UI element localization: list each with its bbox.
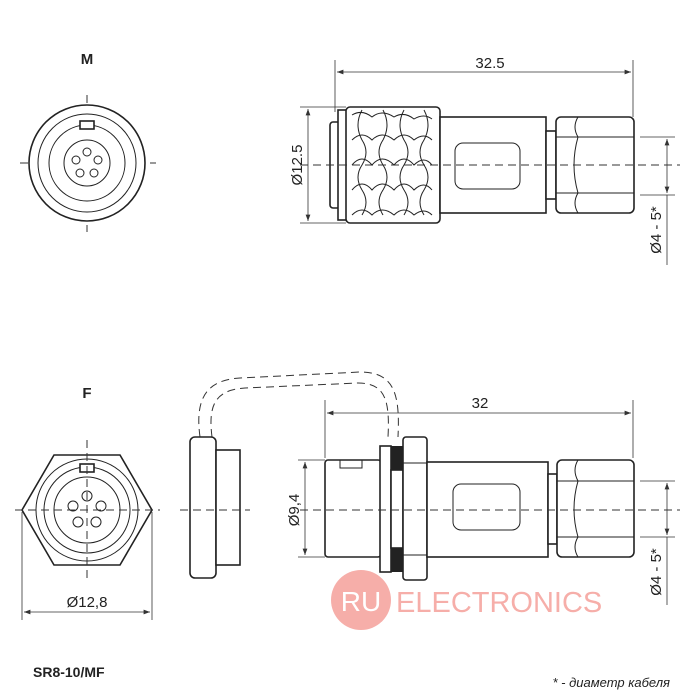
female-front-view: F Ø12,8 — [15, 385, 160, 620]
female-front-diameter-dimension: Ø12,8 — [67, 594, 108, 611]
male-dimensions: 32.5 Ø12.5 Ø4 - 5* — [289, 55, 675, 265]
male-view-label: M — [81, 51, 94, 68]
female-side-view — [300, 436, 680, 581]
male-length-dimension: 32.5 — [475, 55, 504, 72]
protective-cap — [180, 371, 399, 579]
female-length-dimension: 32 — [472, 395, 489, 412]
watermark-badge: RU — [341, 586, 381, 617]
female-dimensions: 32 Ø9,4 Ø4 - 5* — [286, 395, 675, 605]
watermark-logo: RU ELECTRONICS — [331, 570, 602, 630]
female-diameter-dimension: Ø9,4 — [286, 494, 303, 527]
footnote: * - диаметр кабеля — [552, 675, 670, 690]
male-side-view — [300, 106, 680, 224]
male-front-view: M — [20, 51, 156, 232]
female-cable-dimension: Ø4 - 5* — [648, 548, 665, 596]
male-cable-dimension: Ø4 - 5* — [648, 206, 665, 254]
male-diameter-dimension: Ø12.5 — [289, 145, 306, 186]
part-number: SR8-10/MF — [33, 664, 105, 680]
female-view-label: F — [82, 385, 91, 402]
watermark-text: ELECTRONICS — [396, 587, 602, 619]
